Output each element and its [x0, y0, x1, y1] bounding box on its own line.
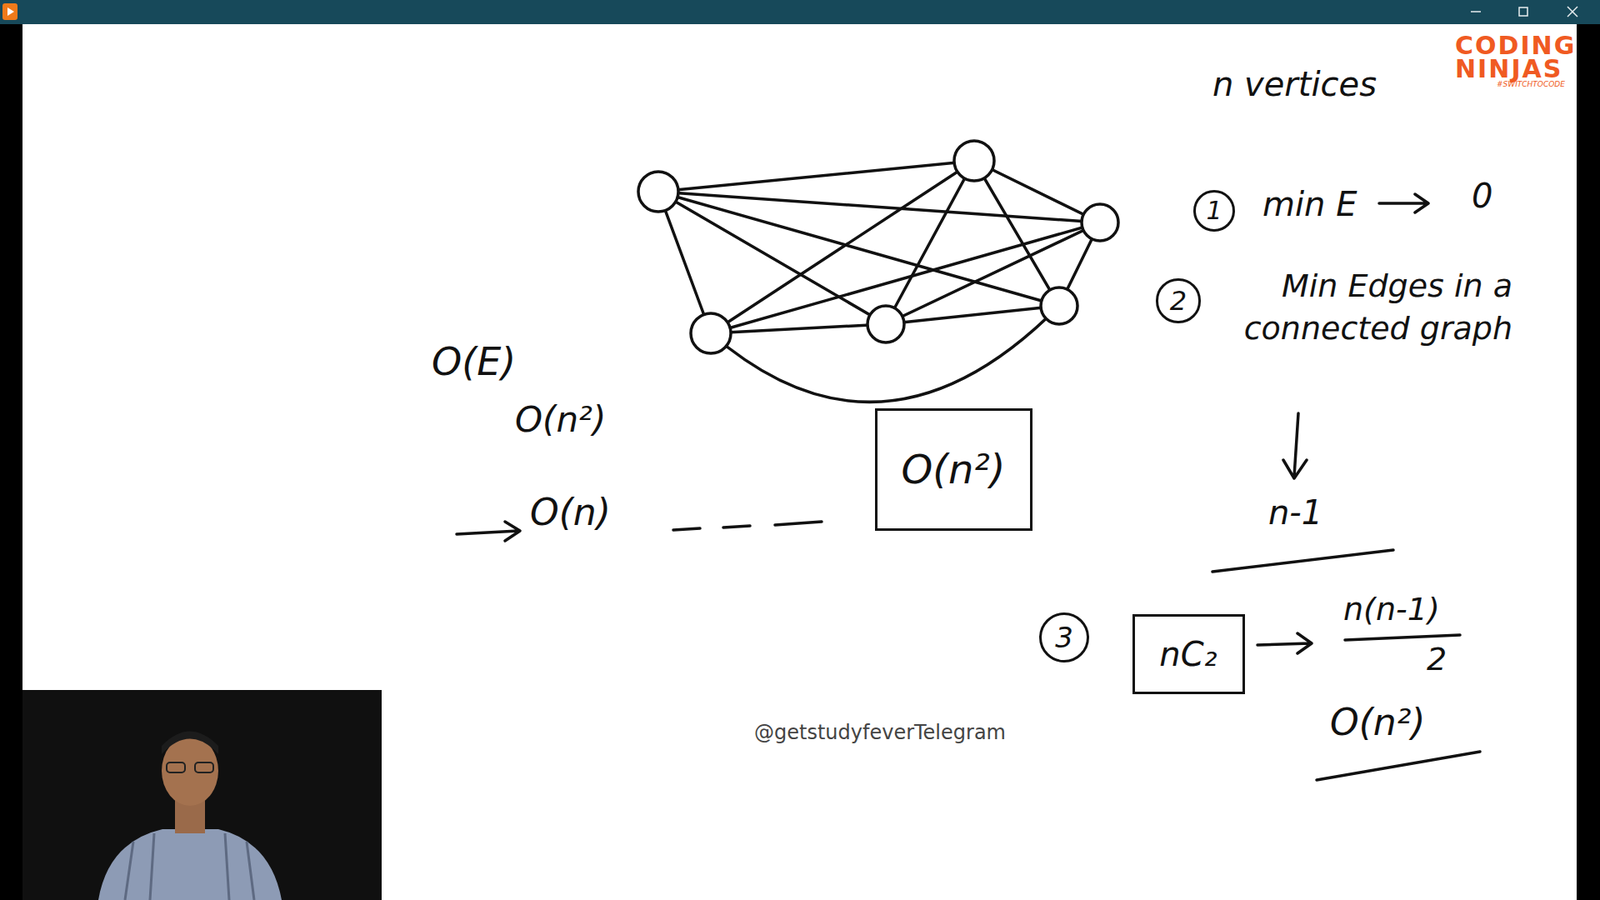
- formula-text: 2: [1426, 641, 1447, 679]
- step-number: 2: [1155, 278, 1200, 323]
- whiteboard: [22, 24, 1577, 900]
- node-text: nC₂: [1159, 635, 1217, 674]
- note-text: min E: [1262, 185, 1357, 224]
- node-text: 2: [1170, 285, 1187, 317]
- highlight-box: O(n²): [875, 408, 1033, 531]
- watermark: @getstudyfeverTelegram: [754, 721, 1006, 745]
- complexity-text: O(n²): [515, 400, 606, 440]
- complexity-text: O(n): [530, 491, 611, 535]
- player-icon-play: [7, 7, 15, 16]
- step-number: 3: [1039, 612, 1090, 663]
- formula-text: n(n-1): [1343, 591, 1440, 629]
- graph-illustration: [638, 140, 1119, 402]
- note-text: Min Edges in a connected graph: [1225, 265, 1513, 351]
- logo-text: NINJAS: [1455, 55, 1563, 85]
- note-text: n-1: [1268, 493, 1323, 532]
- note-text: n vertices: [1212, 65, 1377, 104]
- player-icon: [2, 3, 18, 20]
- window-controls: [1470, 6, 1578, 17]
- title-bar: [0, 0, 1600, 25]
- step-number: 1: [1193, 190, 1235, 232]
- node-text: 3: [1055, 620, 1074, 655]
- highlight-box: nC₂: [1132, 614, 1245, 695]
- node-text: O(n²): [901, 445, 1006, 493]
- complexity-text: O(n²): [1330, 701, 1426, 745]
- note-text: 0: [1471, 176, 1493, 215]
- node-text: 1: [1205, 195, 1222, 225]
- logo-tagline: #SWITCHTOCODE: [1496, 80, 1565, 89]
- webcam-inset: [22, 690, 382, 900]
- complexity-text: O(E): [431, 340, 516, 385]
